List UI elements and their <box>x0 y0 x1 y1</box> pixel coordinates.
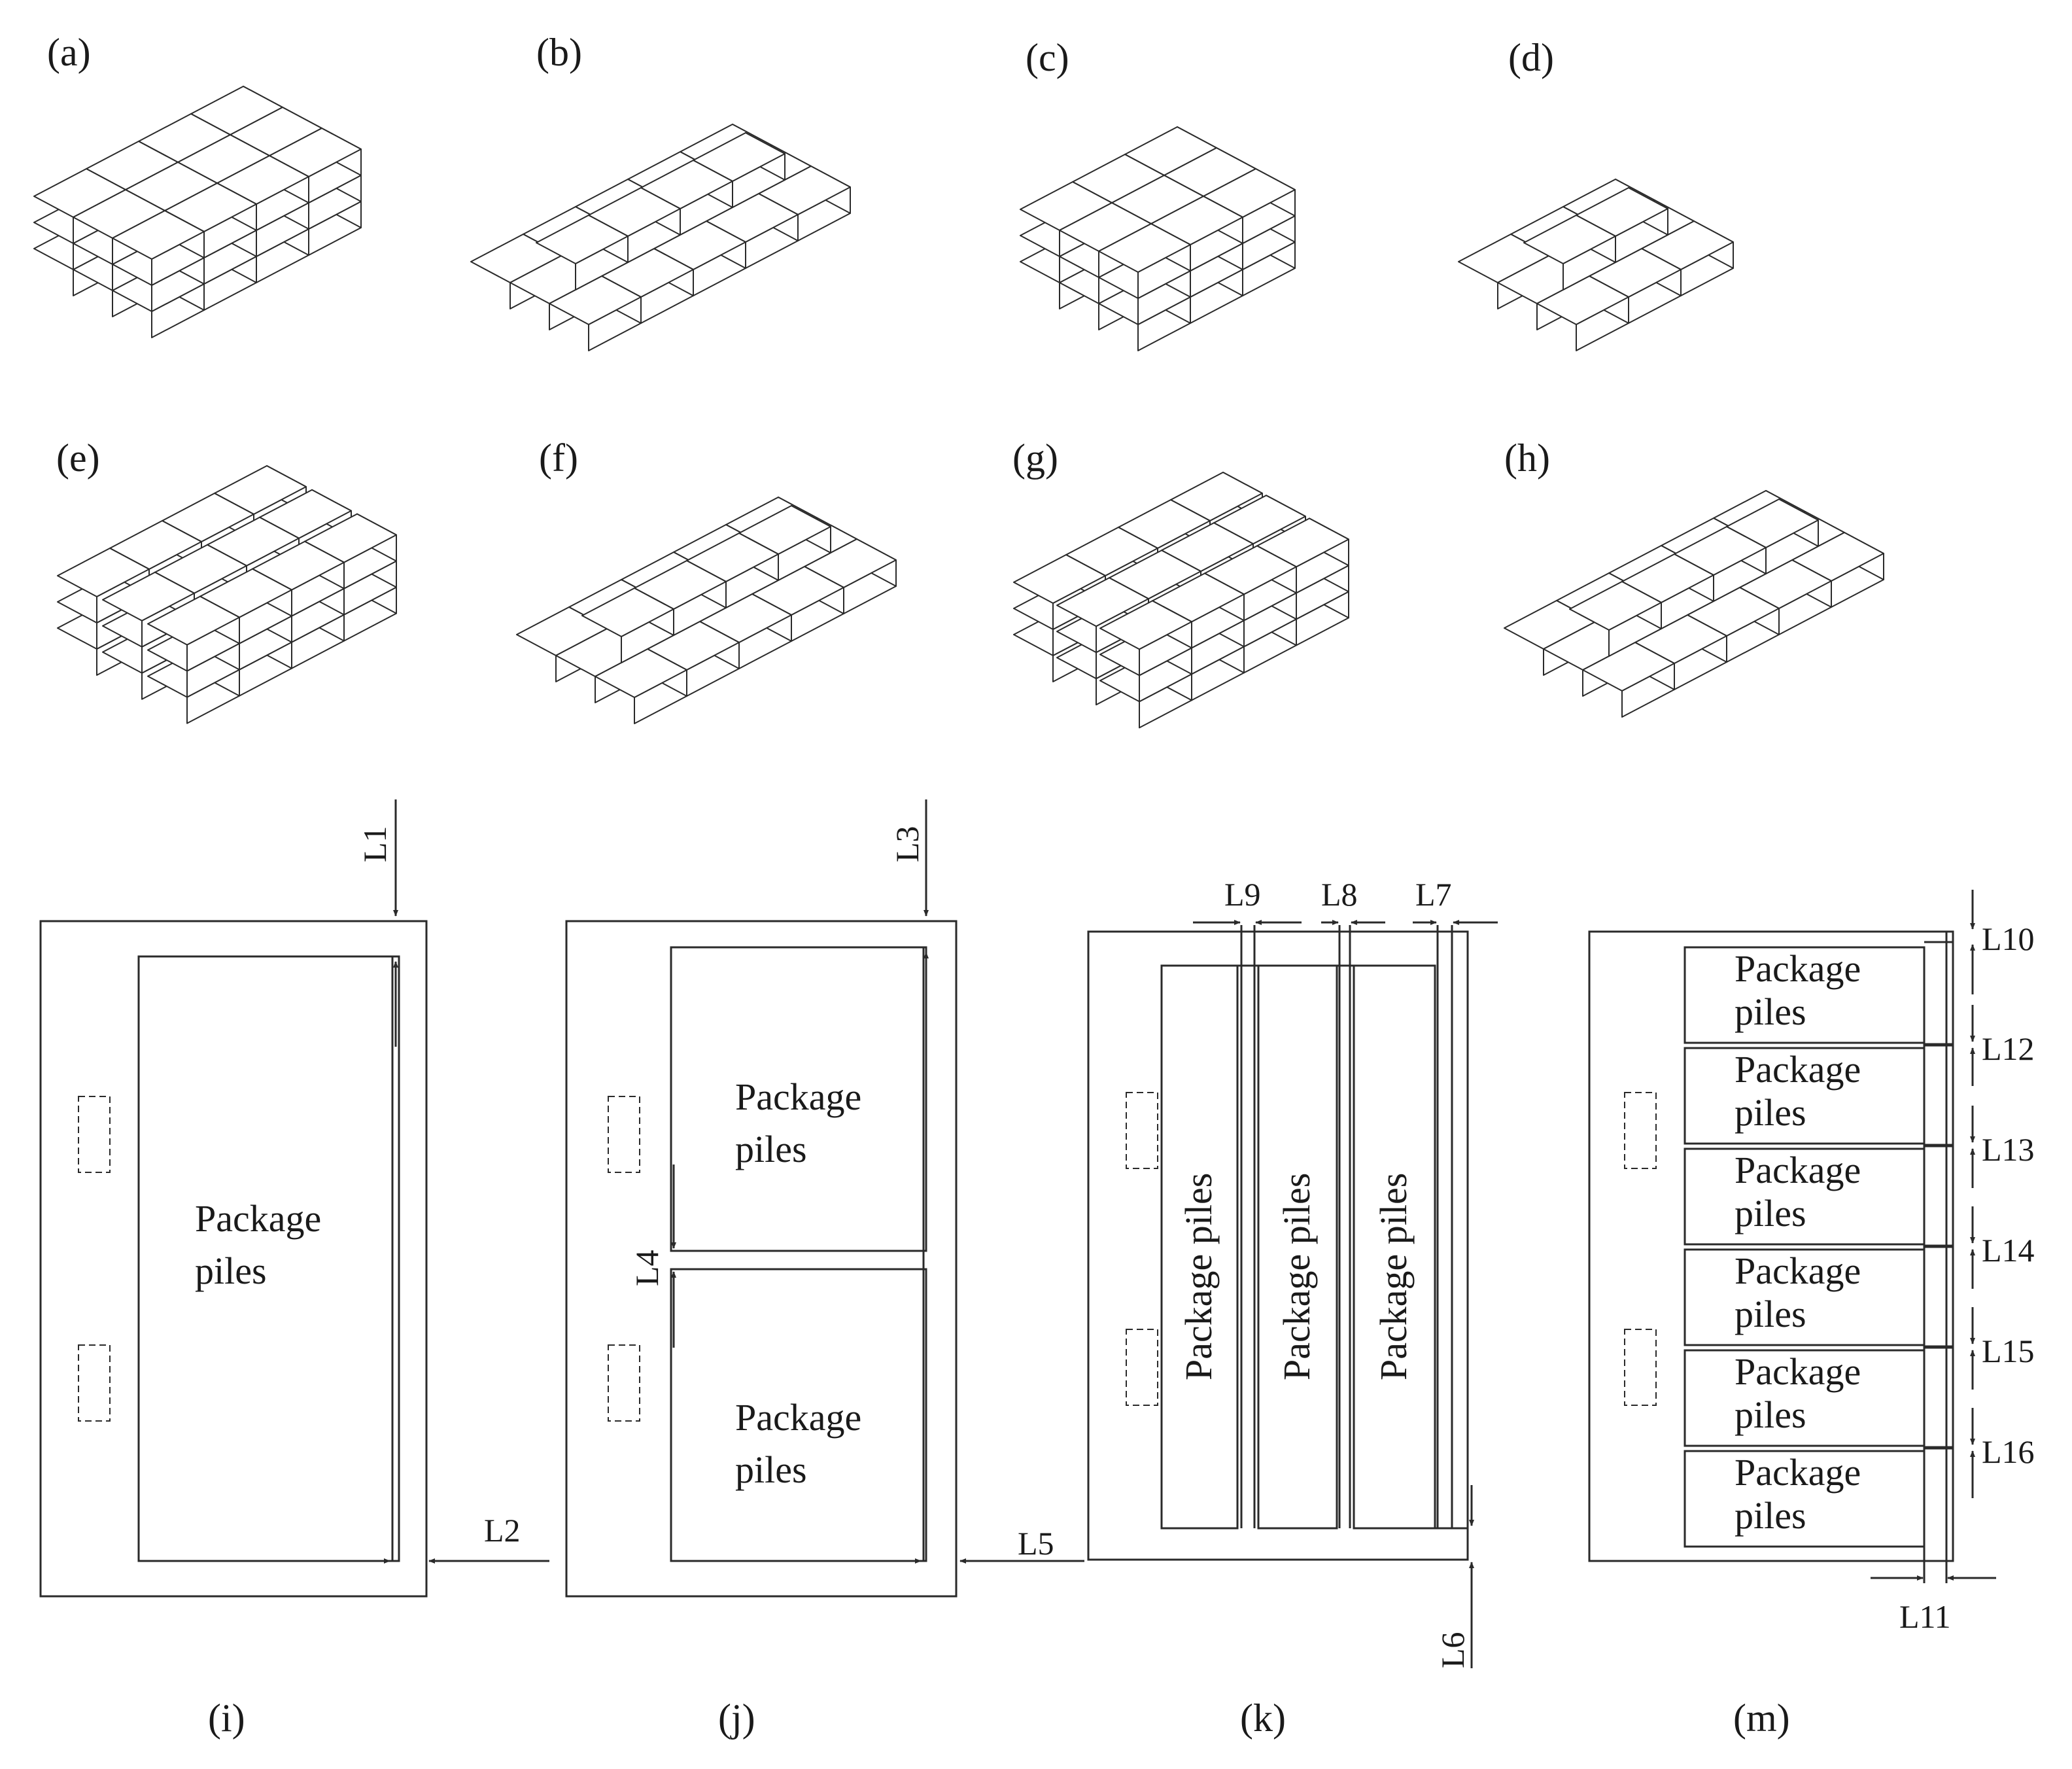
dim-label-L6: L6 <box>1434 1632 1471 1668</box>
dim-label-L16: L16 <box>1982 1433 2035 1470</box>
pile-text-k3: Package piles <box>1372 1173 1415 1380</box>
pile-text-m4-line1: Package <box>1735 1250 1861 1292</box>
dim-label-L4: L4 <box>629 1250 665 1286</box>
dim-label-L12: L12 <box>1982 1030 2035 1067</box>
pile-text-j2-line1: Package <box>735 1396 861 1439</box>
pile-text-m5-line1: Package <box>1735 1350 1861 1393</box>
dim-label-L9: L9 <box>1224 876 1261 913</box>
stack-f-box-18-top <box>581 587 674 637</box>
dim-label-L2: L2 <box>484 1512 521 1549</box>
panel-label-j: (j) <box>718 1696 755 1740</box>
stack-a-box-35-top <box>112 210 205 260</box>
panel-label-e: (e) <box>56 436 100 480</box>
pile-text-j1-line1: Package <box>735 1076 861 1118</box>
layout-plan-m <box>1588 890 1996 1583</box>
stack-e-box-33-top <box>57 548 150 597</box>
panel-label-d: (d) <box>1508 36 1554 79</box>
dim-label-L11: L11 <box>1899 1598 1951 1635</box>
box-stack-illustrations <box>33 86 1884 729</box>
panel-label-a: (a) <box>47 31 91 74</box>
stack-b-box-18-top <box>536 215 629 264</box>
panel-label-m: (m) <box>1733 1696 1790 1740</box>
dim-label-L7: L7 <box>1415 876 1452 913</box>
stack-e-box-35-top <box>147 595 240 646</box>
pile-text-k2: Package piles <box>1275 1173 1318 1380</box>
layout-plan-j <box>565 799 1084 1598</box>
pile-text-m6-line2: piles <box>1735 1494 1806 1537</box>
pile-text-k1: Package piles <box>1177 1173 1220 1380</box>
dim-label-L15: L15 <box>1982 1333 2035 1369</box>
pile-text-i-line2: piles <box>195 1250 267 1292</box>
layout-plan-i <box>39 799 549 1598</box>
pile-text-m6-line1: Package <box>1735 1451 1861 1494</box>
dim-label-L8: L8 <box>1321 876 1358 913</box>
pile-text-m5-line2: piles <box>1735 1393 1806 1436</box>
panel-label-i: (i) <box>208 1696 245 1740</box>
pile-text-j1-line2: piles <box>735 1128 807 1170</box>
pile-text-m3-line1: Package <box>1735 1149 1861 1191</box>
pile-text-m3-line2: piles <box>1735 1192 1806 1235</box>
stack-g-box-35-top <box>1099 600 1192 650</box>
dim-label-L14: L14 <box>1982 1232 2035 1269</box>
pile-text-m4-line2: piles <box>1735 1293 1806 1335</box>
panel-label-f: (f) <box>539 436 578 480</box>
stack-c-box-26-top <box>1098 223 1191 273</box>
stack-d-box-10-top <box>1523 215 1616 264</box>
panel-label-g: (g) <box>1012 436 1058 480</box>
pile-text-m2-line1: Package <box>1735 1048 1861 1091</box>
pile-text-m1-line2: piles <box>1735 990 1806 1033</box>
pile-text-m1-line1: Package <box>1735 947 1861 990</box>
dim-label-L3: L3 <box>889 826 925 862</box>
dim-label-L5: L5 <box>1018 1525 1054 1562</box>
layout-plan-k <box>1087 920 1498 1668</box>
stack-e-box-34-top <box>102 571 195 622</box>
pile-text-m2-line2: piles <box>1735 1091 1806 1134</box>
stack-h-box-18-top <box>1569 581 1662 631</box>
panel-label-h: (h) <box>1504 436 1550 480</box>
dim-label-L10: L10 <box>1982 920 2035 957</box>
pile-text-i-line1: Package <box>195 1197 321 1240</box>
dim-label-L13: L13 <box>1982 1131 2035 1168</box>
stack-g-box-33-top <box>1013 554 1106 604</box>
panel-label-k: (k) <box>1240 1696 1286 1740</box>
stack-g-box-34-top <box>1056 577 1149 627</box>
panel-label-b: (b) <box>536 31 582 74</box>
pile-text-j2-line2: piles <box>735 1448 807 1491</box>
dim-label-L1: L1 <box>356 826 393 862</box>
panel-label-c: (c) <box>1026 36 1069 79</box>
